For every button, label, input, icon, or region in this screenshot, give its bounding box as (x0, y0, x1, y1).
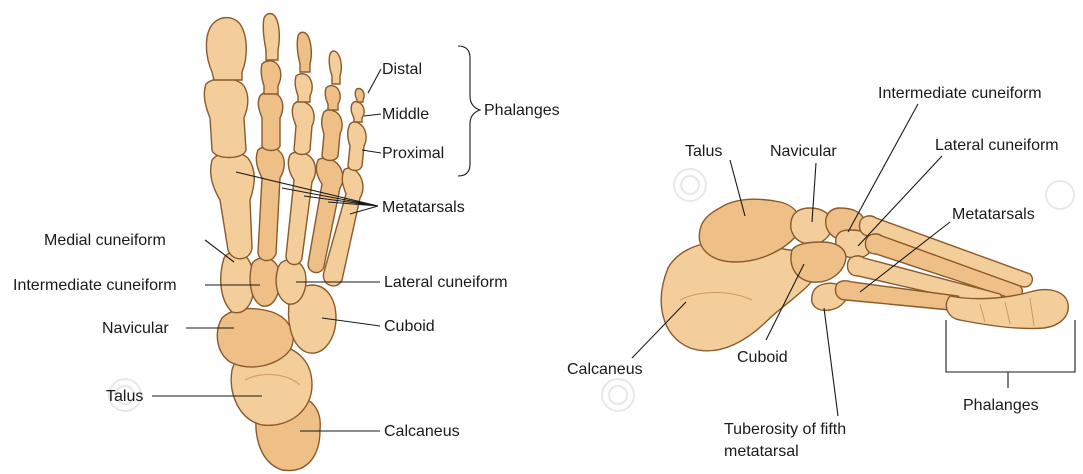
label-talus-dorsal: Talus (106, 388, 143, 405)
label-cuboid: Cuboid (384, 318, 435, 335)
dorsal-metatarsal-1-bone (211, 152, 255, 259)
label-medial-cuneiform: Medial cuneiform (44, 232, 166, 249)
dorsal-distal-phalanx-2 (263, 14, 279, 61)
dorsal-metatarsal-2-bone (256, 147, 284, 261)
dorsal-middle-phalanx-4 (325, 86, 340, 110)
label-intermediate-cuneiform: Intermediate cuneiform (13, 277, 177, 294)
dorsal-foot-skeleton (204, 14, 366, 471)
dorsal-middle-phalanx-3 (295, 74, 312, 102)
leader-middle (364, 114, 381, 116)
label-navicular-lateral: Navicular (770, 143, 837, 160)
label-metatarsals-lateral: Metatarsals (952, 206, 1035, 223)
leader-intermediate-cuneiform-lateral (848, 104, 918, 232)
dorsal-proximal-phalanx-5 (348, 122, 366, 171)
label-tuberosity-line2: metatarsal (724, 443, 799, 460)
dorsal-navicular-bone (217, 309, 293, 367)
lateral-cuboid-bone (791, 242, 846, 282)
dorsal-proximal-phalanx-1 (204, 78, 247, 157)
dorsal-proximal-phalanx-2 (258, 92, 282, 150)
dorsal-distal-phalanx-1 (206, 18, 246, 80)
label-calcaneus-lateral: Calcaneus (567, 361, 643, 378)
label-phalanges-group: Phalanges (484, 102, 560, 119)
dorsal-proximal-phalanx-4 (322, 110, 342, 161)
dorsal-middle-phalanx-5 (351, 102, 364, 122)
dorsal-middle-phalanx-2 (261, 61, 281, 94)
label-intermediate-cuneiform-lateral: Intermediate cuneiform (878, 85, 1042, 102)
leader-distal (368, 69, 381, 93)
label-talus-lateral: Talus (685, 143, 722, 160)
label-proximal: Proximal (382, 145, 444, 162)
label-cuboid-lateral: Cuboid (737, 349, 788, 366)
dorsal-medial-cuneiform-bone (221, 252, 254, 313)
label-metatarsals: Metatarsals (382, 199, 465, 216)
label-calcaneus-dorsal: Calcaneus (384, 423, 460, 440)
phalanges-bracket-lateral (946, 320, 1075, 388)
dorsal-distal-phalanx-5 (355, 89, 364, 103)
leader-tuberosity (824, 308, 838, 416)
label-middle: Middle (382, 106, 429, 123)
label-tuberosity-line1: Tuberosity of fifth (724, 421, 846, 438)
dorsal-distal-phalanx-3 (297, 32, 311, 72)
leader-proximal (362, 150, 381, 153)
phalanges-brace (458, 46, 480, 176)
label-navicular: Navicular (102, 320, 169, 337)
dorsal-proximal-phalanx-3 (292, 101, 314, 155)
label-phalanges-lateral: Phalanges (963, 397, 1039, 414)
label-lateral-cuneiform-lateral: Lateral cuneiform (935, 137, 1059, 154)
label-lateral-cuneiform: Lateral cuneiform (384, 274, 508, 291)
label-distal: Distal (382, 61, 422, 78)
dorsal-distal-phalanx-4 (329, 51, 341, 84)
